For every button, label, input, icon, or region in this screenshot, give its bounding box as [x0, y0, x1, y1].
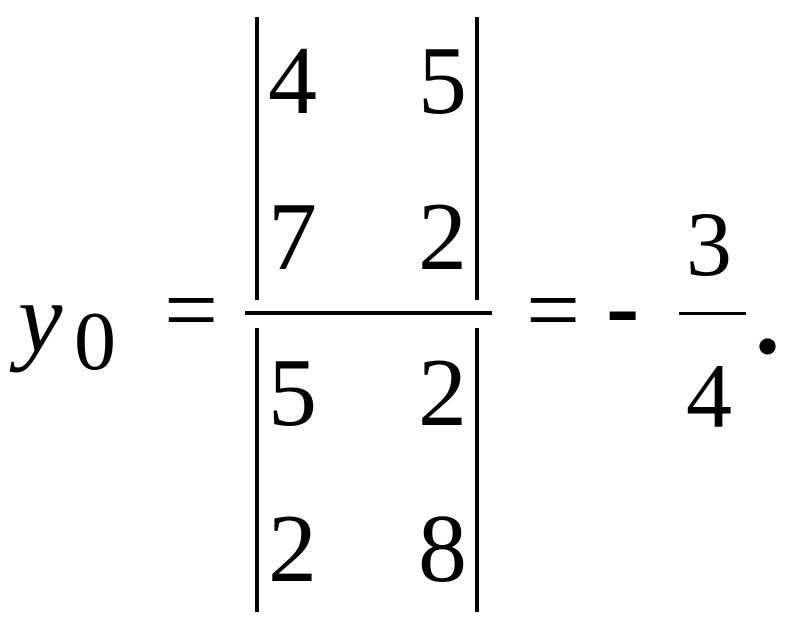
numerator-determinant-right-bar	[475, 17, 479, 300]
result-fraction-line	[679, 312, 746, 315]
numerator-cell-r1c1: 4	[268, 27, 317, 135]
equals-sign-1: =	[164, 256, 219, 363]
numerator-cell-r2c1: 7	[268, 183, 317, 291]
main-fraction-line	[245, 311, 492, 315]
denominator-determinant-left-bar	[255, 328, 259, 612]
numerator-cell-r2c2: 2	[418, 183, 467, 291]
denominator-cell-r1c1: 5	[268, 339, 317, 447]
result-numerator: 3	[686, 193, 732, 295]
numerator-cell-r1c2: 5	[418, 27, 467, 135]
denominator-cell-r2c1: 2	[268, 495, 317, 603]
variable-subscript: 0	[74, 295, 116, 388]
denominator-cell-r1c2: 2	[418, 339, 467, 447]
numerator-determinant-left-bar	[255, 17, 259, 300]
result-denominator: 4	[686, 345, 732, 447]
terminal-period: .	[755, 264, 780, 375]
equals-sign-2: =	[526, 256, 581, 363]
variable-y: y	[18, 262, 63, 373]
denominator-cell-r2c2: 8	[418, 495, 467, 603]
minus-sign: -	[606, 250, 640, 361]
denominator-determinant-right-bar	[475, 328, 479, 612]
